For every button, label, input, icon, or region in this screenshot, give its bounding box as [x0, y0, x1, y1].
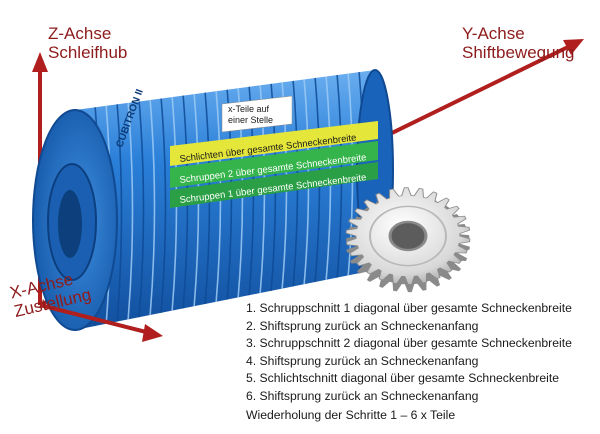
- worm-groove: [149, 97, 156, 318]
- gear-ring: [369, 205, 447, 267]
- z-axis-label: Z-Achse Schleifhub: [48, 24, 128, 62]
- worm-groove: [127, 100, 134, 322]
- band-yellow: [170, 121, 378, 166]
- callout-box: x-Teile auf einer Stelle: [221, 95, 293, 133]
- band-green-1: [170, 162, 378, 208]
- step-item: 5. Schlichtschnitt diagonal über gesamte…: [246, 371, 560, 386]
- worm-groove: [160, 96, 167, 315]
- worm-groove: [116, 102, 123, 324]
- step-item: 6. Shiftsprung zurück an Schneckenanfang: [246, 388, 479, 403]
- callout-text: x-Teile auf einer Stelle: [228, 104, 273, 125]
- worm-bore-inner: [58, 190, 82, 258]
- step-item: 1. Schruppschnitt 1 diagonal über gesamt…: [246, 301, 572, 315]
- y-axis-label: Y-Achse Shiftbewegung: [462, 24, 575, 62]
- step-item: 4. Shiftsprung zurück an Schneckenanfang: [246, 353, 479, 368]
- band-green-2: [170, 141, 378, 188]
- x-axis-arrow: [39, 303, 163, 342]
- steps-list: 1. Schruppschnitt 1 diagonal über gesamt…: [246, 300, 572, 406]
- gear-workpiece: [345, 187, 471, 293]
- step-item: 2. Shiftsprung zurück an Schneckenanfang: [246, 318, 479, 333]
- step-item: 3. Schruppschnitt 2 diagonal über gesamt…: [246, 336, 572, 351]
- repeat-note: Wiederholung der Schritte 1 – 6 x Teile: [246, 408, 456, 422]
- gear-bore: [388, 220, 428, 252]
- worm-groove: [138, 99, 145, 320]
